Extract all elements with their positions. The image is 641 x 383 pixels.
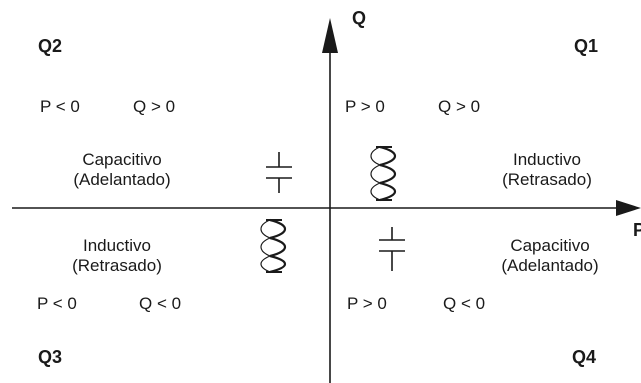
q4-type-line1: Capacitivo bbox=[510, 236, 590, 255]
q4-type-label: Capacitivo (Adelantado) bbox=[480, 236, 620, 276]
capacitor-icon bbox=[266, 152, 292, 193]
quadrant-label-q1: Q1 bbox=[574, 36, 599, 56]
q3-type-line2: (Retrasado) bbox=[72, 256, 162, 275]
q3-p-condition: P < 0 bbox=[37, 294, 77, 313]
q1-p-condition: P > 0 bbox=[345, 97, 385, 116]
q2-q-condition: Q > 0 bbox=[133, 97, 176, 116]
quadrant-label-q2: Q2 bbox=[38, 36, 63, 56]
q1-type-label: Inductivo (Retrasado) bbox=[477, 150, 617, 190]
q4-type-line2: (Adelantado) bbox=[501, 256, 599, 275]
q2-type-line1: Capacitivo bbox=[82, 150, 162, 169]
q-axis-label: Q bbox=[352, 8, 367, 28]
capacitor-icon bbox=[379, 227, 405, 271]
coil-icon bbox=[260, 218, 287, 274]
q3-q-condition: Q < 0 bbox=[139, 294, 182, 313]
q1-type-line1: Inductivo bbox=[512, 150, 582, 169]
quadrant-label-q3: Q3 bbox=[38, 347, 63, 367]
q2-p-condition: P < 0 bbox=[40, 97, 80, 116]
p-axis-arrowhead bbox=[616, 200, 641, 216]
q2-type-label: Capacitivo (Adelantado) bbox=[52, 150, 192, 190]
p-axis-label: P bbox=[633, 220, 641, 240]
quadrant-label-q4: Q4 bbox=[572, 347, 597, 367]
q-axis-arrowhead bbox=[322, 18, 338, 53]
q4-p-condition: P > 0 bbox=[347, 294, 387, 313]
q3-type-line1: Inductivo bbox=[82, 236, 152, 255]
coil-icon bbox=[370, 145, 397, 202]
q3-type-label: Inductivo (Retrasado) bbox=[47, 236, 187, 276]
q1-q-condition: Q > 0 bbox=[438, 97, 481, 116]
q1-type-line2: (Retrasado) bbox=[502, 170, 592, 189]
q2-type-line2: (Adelantado) bbox=[73, 170, 171, 189]
q4-q-condition: Q < 0 bbox=[443, 294, 486, 313]
